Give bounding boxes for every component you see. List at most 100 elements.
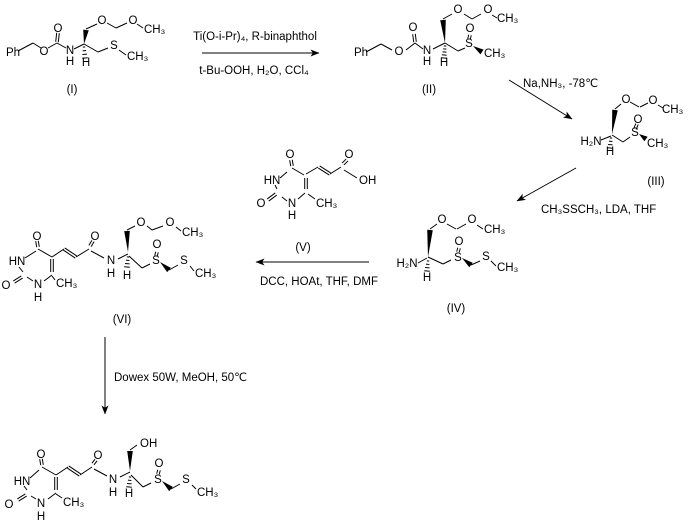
atom-label: CH₃: [316, 198, 338, 210]
bond: [189, 265, 195, 272]
bond: [55, 466, 69, 476]
atom-label: H: [109, 487, 117, 499]
atom-label: N: [37, 498, 45, 510]
atom-label: O: [37, 449, 46, 461]
bond: [412, 34, 415, 43]
wedge-bond: [83, 29, 89, 44]
atom-label: O: [455, 236, 464, 248]
bond: [68, 465, 81, 475]
bond: [129, 444, 138, 451]
atom-label: N: [109, 474, 117, 486]
bond: [622, 136, 631, 143]
caption-IV: (IV): [447, 303, 466, 315]
wedge-bond: [427, 229, 433, 257]
atom-label: O: [40, 46, 49, 58]
bond: [93, 468, 108, 477]
bond: [151, 225, 164, 231]
atom-label: CH₃: [662, 104, 684, 116]
bond: [365, 43, 382, 53]
bond: [318, 167, 330, 176]
atom-label: CH₃: [182, 227, 204, 239]
atom-label: O: [155, 458, 164, 470]
bond: [175, 226, 182, 232]
bond: [614, 103, 622, 110]
bond: [35, 241, 38, 248]
atom-label: O: [5, 499, 14, 511]
bond: [64, 247, 77, 257]
bond: [39, 459, 42, 466]
bond: [18, 495, 27, 502]
bonds-layer: [13, 13, 664, 502]
atom-label: N: [66, 45, 74, 57]
bond: [343, 169, 358, 179]
bond: [289, 160, 292, 167]
bond: [457, 47, 466, 52]
bond: [456, 223, 467, 230]
conditions-step1-above: Ti(O-i-Pr)₄, R-binaphthol: [193, 31, 317, 43]
atom-label: S: [465, 38, 473, 50]
bond: [158, 470, 161, 475]
atom-label: H: [423, 56, 431, 68]
atom-label: H: [606, 146, 614, 158]
atom-label: O: [98, 15, 107, 27]
bond: [427, 256, 444, 265]
bond: [24, 250, 37, 259]
bond: [17, 493, 26, 500]
bond: [170, 483, 181, 490]
bond: [635, 124, 639, 130]
atom-label: O: [466, 23, 475, 35]
bond: [32, 42, 42, 49]
atom-label: S: [482, 251, 490, 263]
atom-label: O: [409, 22, 418, 34]
atom-label: O: [153, 239, 162, 251]
atom-label: CH₃: [484, 224, 506, 236]
bond: [18, 266, 24, 273]
atom-label: N: [107, 255, 115, 267]
bond: [90, 241, 95, 247]
bond: [463, 13, 473, 20]
atom-label: H: [34, 292, 42, 304]
bond: [446, 223, 457, 230]
bond: [55, 32, 58, 42]
bond: [471, 13, 482, 20]
atom-label: CH₃: [197, 487, 219, 499]
bond: [168, 264, 179, 271]
bond: [154, 251, 157, 256]
conditions-step5: Dowex 50W, MeOH, 50℃: [114, 372, 247, 384]
conditions-step4-below: DCC, HOAt, THF, DMF: [260, 276, 378, 288]
bond: [291, 167, 305, 176]
bond: [146, 225, 153, 231]
atom-label: CH₃: [63, 497, 85, 509]
atom-label: H: [423, 272, 431, 284]
bond: [141, 263, 151, 269]
bond: [97, 47, 109, 53]
bond: [136, 23, 144, 29]
atom-label: O: [129, 15, 138, 27]
atom-label: O: [91, 231, 100, 243]
arrows-layer: [101, 49, 577, 415]
atom-label: O: [257, 198, 266, 210]
atom-label: H: [107, 268, 115, 280]
atom-label: H: [37, 511, 45, 523]
hash-bond: [126, 486, 132, 488]
bond: [456, 247, 459, 252]
atom-label: Ph: [354, 47, 368, 59]
bond: [442, 13, 453, 20]
bond: [266, 192, 276, 200]
caption-VI: (VI): [113, 314, 132, 326]
bond: [444, 42, 459, 52]
bond: [490, 260, 497, 267]
hash-bond: [607, 147, 613, 149]
bond: [67, 467, 80, 477]
atom-label: O: [286, 149, 295, 161]
bond: [26, 276, 34, 282]
bond: [432, 42, 446, 50]
atom-label: OH: [140, 438, 157, 450]
bond: [611, 134, 624, 143]
atom-label: O: [166, 217, 175, 229]
bond: [142, 482, 152, 488]
bond: [405, 42, 416, 51]
atom-label: H: [66, 56, 74, 68]
bond: [469, 35, 472, 40]
